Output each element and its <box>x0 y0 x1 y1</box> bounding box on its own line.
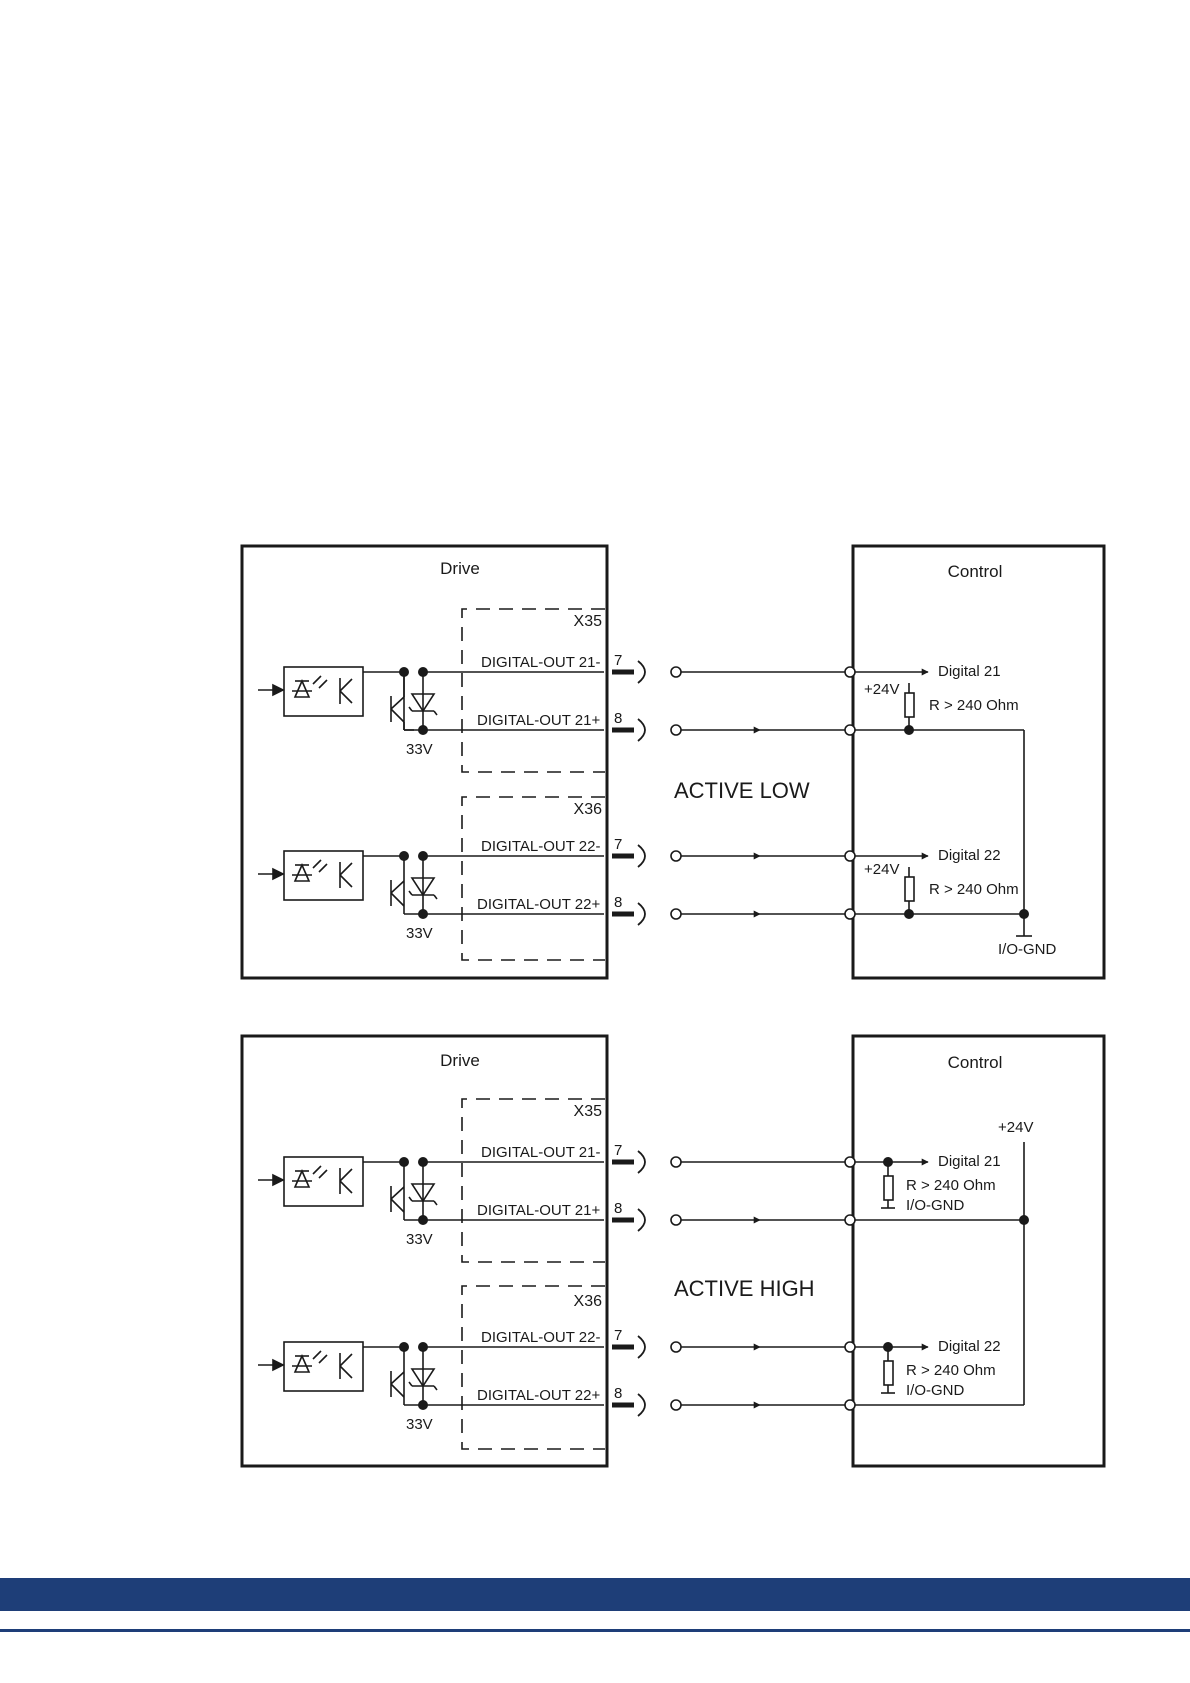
ground-bus <box>1016 730 1032 937</box>
ground-label: I/O-GND <box>906 1382 964 1399</box>
out-plus-label: DIGITAL-OUT 21+ <box>477 1202 600 1219</box>
resistor <box>881 1347 895 1394</box>
optocoupler <box>258 1341 364 1392</box>
out-minus-label: DIGITAL-OUT 22- <box>481 838 600 855</box>
mode-label: ACTIVE HIGH <box>674 1276 815 1301</box>
zener-label: 33V <box>406 1231 433 1248</box>
drive-title: Drive <box>440 559 480 578</box>
control-box <box>851 1034 1106 1468</box>
pin-minus-label: 7 <box>614 1142 622 1159</box>
resistor <box>904 683 915 730</box>
out-minus-label: DIGITAL-OUT 21- <box>481 1144 600 1161</box>
footer-band <box>0 1578 1190 1611</box>
pin-minus-label: 7 <box>614 652 622 669</box>
drive-box <box>240 544 609 980</box>
input-label: Digital 21 <box>938 1153 1001 1170</box>
diagram-active-low: Drive Control ACTIVE LOW X35 <box>240 544 1106 980</box>
out-minus-label: DIGITAL-OUT 21- <box>481 654 600 671</box>
plug-pins <box>612 844 682 926</box>
connector-outline <box>461 1098 605 1263</box>
resistor <box>881 1162 895 1209</box>
connector-outline <box>461 608 605 773</box>
resistor-label: R > 240 Ohm <box>906 1362 996 1379</box>
resistor-label: R > 240 Ohm <box>906 1177 996 1194</box>
resistor <box>904 867 915 914</box>
input-label: Digital 22 <box>938 1338 1001 1355</box>
plug-pins <box>612 1150 682 1232</box>
optocoupler <box>258 850 364 901</box>
zener-label: 33V <box>406 1416 433 1433</box>
input-label: Digital 21 <box>938 663 1001 680</box>
connector-outline <box>461 1285 605 1450</box>
ground-label: I/O-GND <box>906 1197 964 1214</box>
output-transistor <box>363 671 438 731</box>
supply-label: +24V <box>864 681 899 698</box>
plug-pins <box>612 660 682 742</box>
out-minus-label: DIGITAL-OUT 22- <box>481 1329 600 1346</box>
pin-plus-label: 8 <box>614 1200 622 1217</box>
channel-x36: X36 <box>258 796 1024 961</box>
optocoupler <box>258 666 364 717</box>
connector-label: X36 <box>574 801 603 818</box>
footer-line <box>0 1629 1190 1632</box>
control-title: Control <box>948 562 1003 581</box>
resistor-label: R > 240 Ohm <box>929 881 1019 898</box>
ground-label: I/O-GND <box>998 941 1056 958</box>
control-title: Control <box>948 1053 1003 1072</box>
connector-label: X36 <box>574 1293 603 1310</box>
output-transistor <box>363 1161 438 1220</box>
plug-pins <box>612 1335 682 1417</box>
input-label: Digital 22 <box>938 847 1001 864</box>
connector-label: X35 <box>574 1103 603 1120</box>
zener-label: 33V <box>406 925 433 942</box>
pin-plus-label: 8 <box>614 894 622 911</box>
channel-x35: X35 <box>258 608 1024 773</box>
channel-x35: X35 <box>258 1098 1024 1263</box>
diagram-active-high: Drive Control ACTIVE HIGH +24V X35 <box>240 1034 1106 1468</box>
zener-label: 33V <box>406 741 433 758</box>
connector-outline <box>461 796 605 961</box>
out-plus-label: DIGITAL-OUT 21+ <box>477 712 600 729</box>
control-box <box>851 544 1106 980</box>
channel-x36: X36 <box>258 1285 1024 1450</box>
drive-box <box>240 1034 609 1468</box>
out-plus-label: DIGITAL-OUT 22+ <box>477 896 600 913</box>
output-transistor <box>363 855 438 914</box>
supply-label: +24V <box>864 861 899 878</box>
out-plus-label: DIGITAL-OUT 22+ <box>477 1387 600 1404</box>
optocoupler <box>258 1156 364 1207</box>
supply-label: +24V <box>998 1119 1033 1136</box>
pin-plus-label: 8 <box>614 1385 622 1402</box>
pin-minus-label: 7 <box>614 1327 622 1344</box>
mode-label: ACTIVE LOW <box>674 778 810 803</box>
drive-title: Drive <box>440 1051 480 1070</box>
output-transistor <box>363 1346 438 1405</box>
pin-plus-label: 8 <box>614 710 622 727</box>
connector-label: X35 <box>574 613 603 630</box>
pin-minus-label: 7 <box>614 836 622 853</box>
resistor-label: R > 240 Ohm <box>929 697 1019 714</box>
